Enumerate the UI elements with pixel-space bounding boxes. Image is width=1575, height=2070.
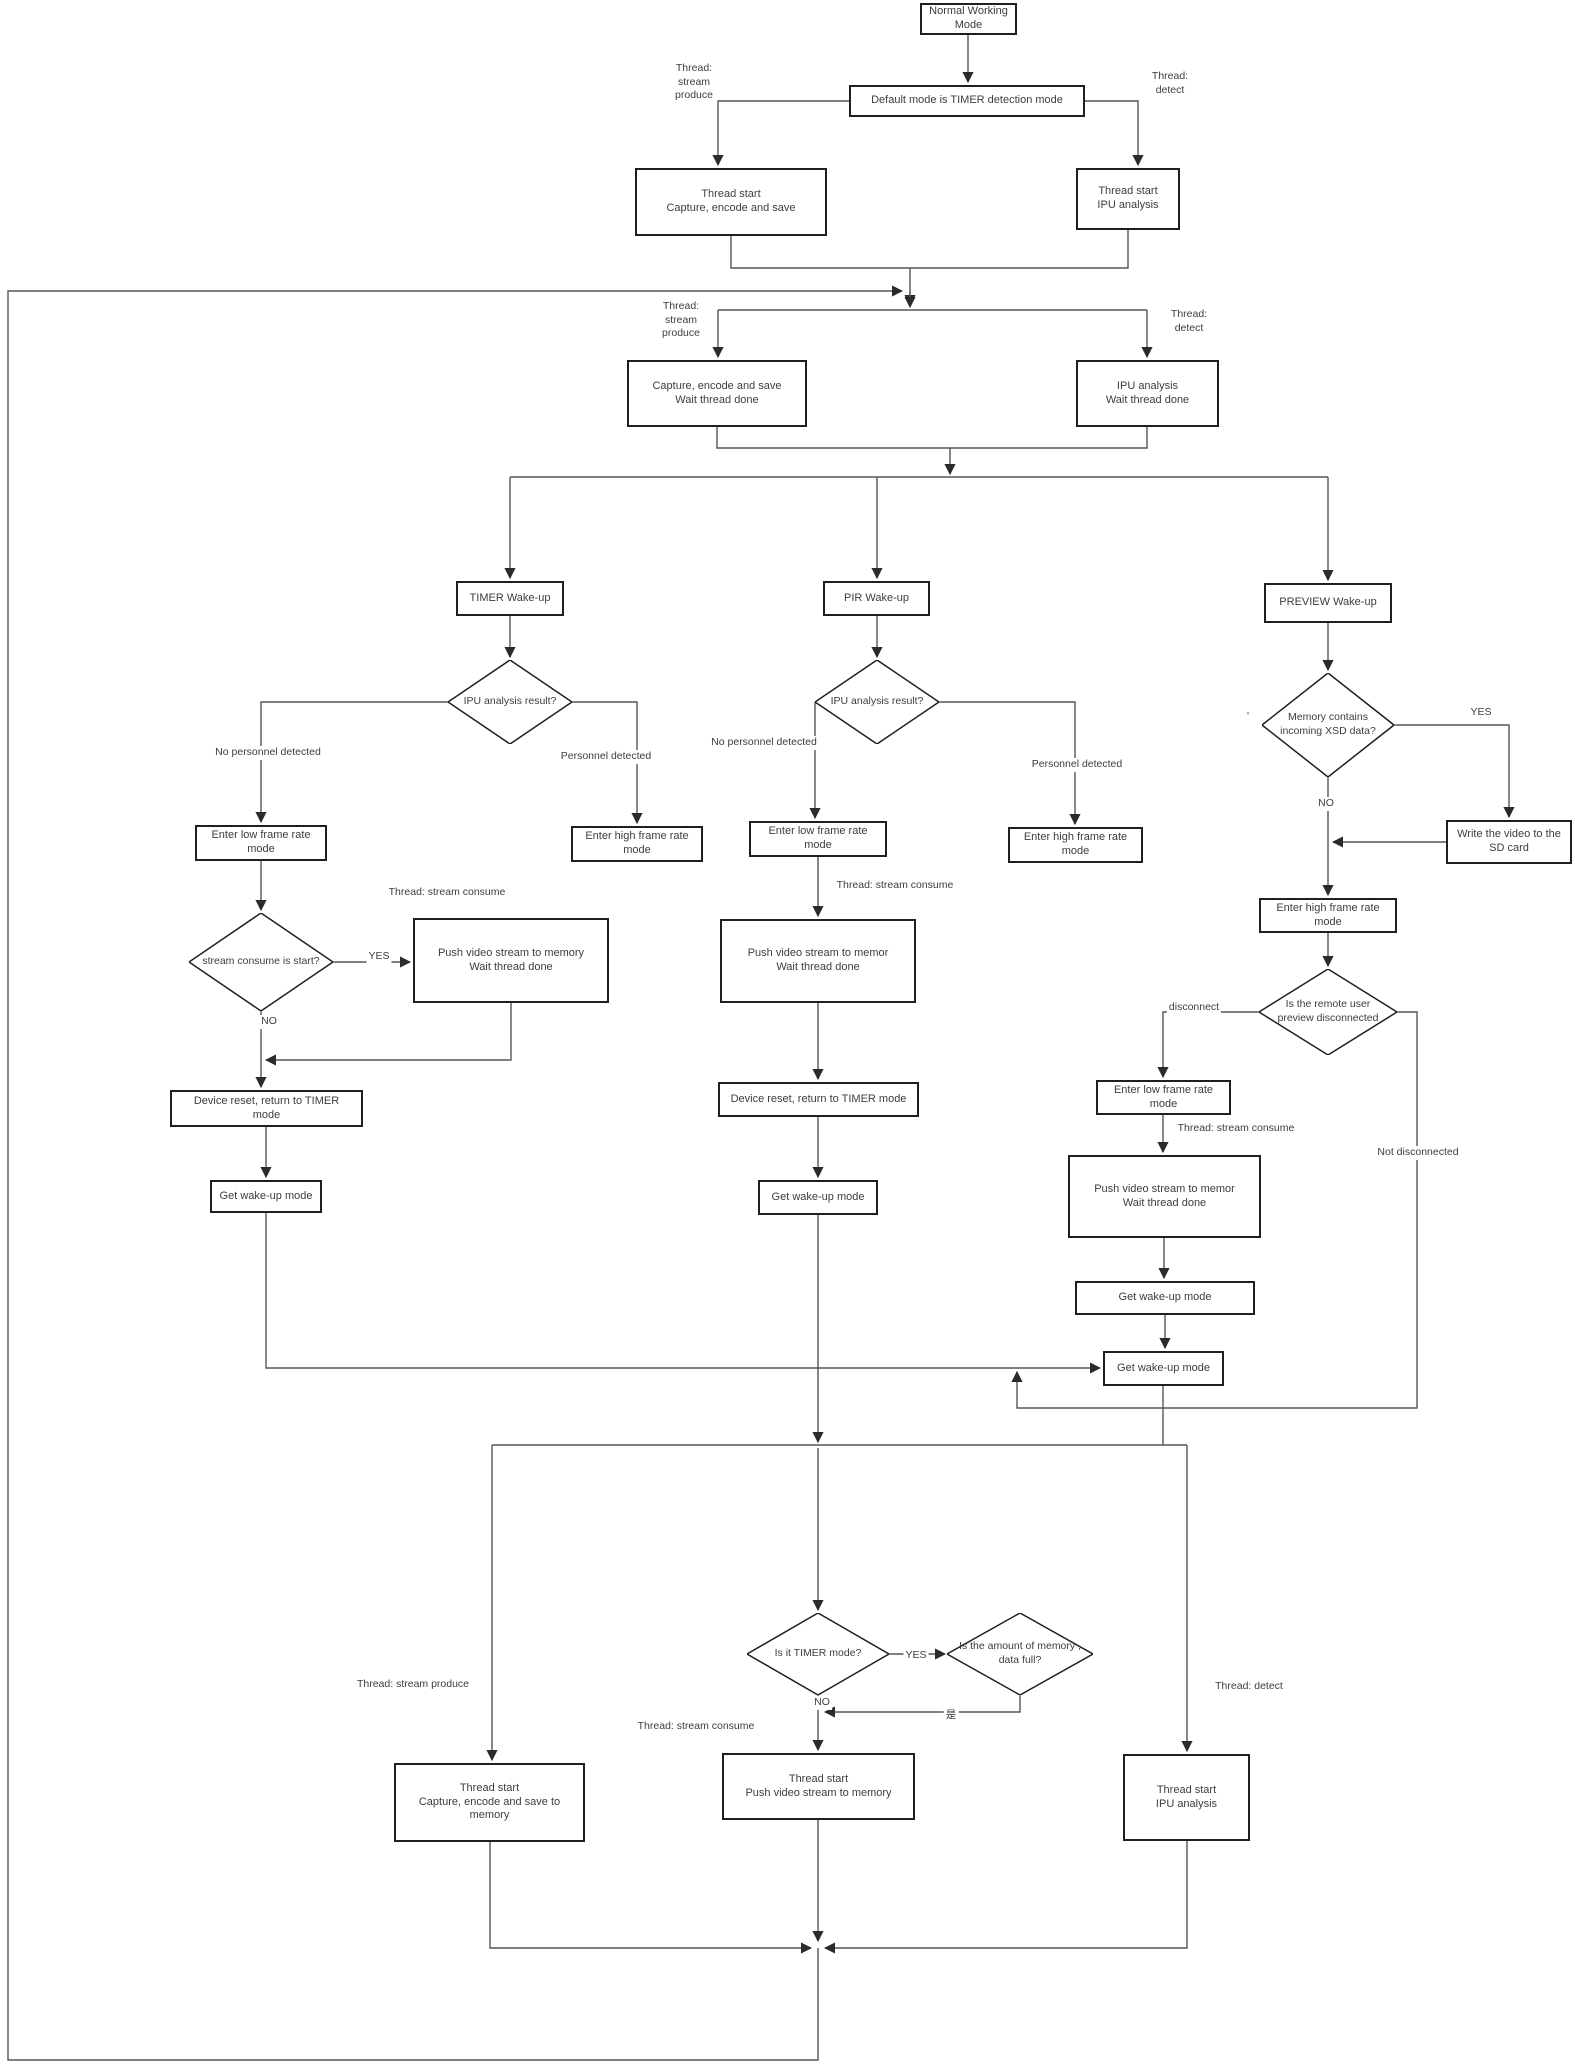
node-device-reset-pir: Device reset, return to TIMER mode: [718, 1082, 919, 1117]
edge-label-disconnect: disconnect: [1166, 1001, 1222, 1015]
edge-label-no-xsd: NO: [1316, 797, 1336, 811]
edge-label-yes-cn: 是: [943, 1709, 959, 1723]
edge-label-yes-timer-mode: YES: [903, 1649, 929, 1663]
decision-is-timer-mode: Is it TIMER mode?: [747, 1613, 889, 1695]
edge-label-tick-mark: ': [1244, 710, 1252, 724]
edge-label-thread-detect-bottom: Thread: detect: [1213, 1680, 1285, 1694]
edge-label-thread-stream-produce-mid: Thread: stream produce: [660, 300, 702, 341]
decision-memory-full: Is the amount of memory , data full?: [947, 1613, 1093, 1695]
node-enter-high-pir: Enter high frame rate mode: [1008, 827, 1143, 863]
node-enter-high-preview: Enter high frame rate mode: [1259, 898, 1397, 933]
edge-label-thread-consume-timer: Thread: stream consume: [386, 886, 508, 900]
edge-label-thread-detect-mid: Thread: detect: [1168, 308, 1210, 336]
node-get-wakeup-merge: Get wake-up mode: [1103, 1351, 1224, 1386]
node-capture-wait: Capture, encode and save Wait thread don…: [627, 360, 807, 427]
edge-label-not-disconnected: Not disconnected: [1375, 1146, 1461, 1160]
node-pir-wakeup: PIR Wake-up: [823, 581, 930, 616]
decision-ipu-result-pir: IPU analysis result?: [815, 660, 939, 744]
node-timer-wakeup: TIMER Wake-up: [456, 581, 564, 616]
edge-label-personnel-timer: Personnel detected: [558, 750, 654, 764]
node-default-mode: Default mode is TIMER detection mode: [849, 85, 1085, 117]
edge-label-no-personnel-pir: No personnel detected: [709, 736, 819, 750]
node-enter-low-pir: Enter low frame rate mode: [749, 821, 887, 857]
node-bottom-push: Thread start Push video stream to memory: [722, 1753, 915, 1820]
node-thread-start-capture: Thread start Capture, encode and save: [635, 168, 827, 236]
node-preview-wakeup: PREVIEW Wake-up: [1264, 583, 1392, 623]
node-bottom-capture: Thread start Capture, encode and save to…: [394, 1763, 585, 1842]
edge-label-thread-stream-produce-top: Thread: stream produce: [673, 62, 715, 103]
edge-label-no-personnel-timer: No personnel detected: [213, 746, 323, 760]
node-write-sd-card: Write the video to the SD card: [1446, 820, 1572, 864]
edge-label-yes-consume: YES: [366, 950, 392, 964]
edge-label-thread-consume-bottom: Thread: stream consume: [635, 1720, 757, 1734]
node-normal-working-mode: Normal Working Mode: [920, 3, 1017, 35]
edge-label-personnel-pir: Personnel detected: [1029, 758, 1125, 772]
node-get-wakeup-timer: Get wake-up mode: [210, 1180, 322, 1213]
node-ipu-wait: IPU analysis Wait thread done: [1076, 360, 1219, 427]
decision-remote-disconnected: Is the remote user preview disconnected: [1259, 969, 1397, 1055]
edge-label-thread-produce-bottom: Thread: stream produce: [354, 1678, 472, 1692]
node-enter-low-timer: Enter low frame rate mode: [195, 825, 327, 861]
node-push-memory-timer: Push video stream to memory Wait thread …: [413, 918, 609, 1003]
edge-label-no-timer-mode: NO: [812, 1696, 832, 1710]
decision-ipu-result-timer: IPU analysis result?: [448, 660, 572, 744]
node-get-wakeup-preview: Get wake-up mode: [1075, 1281, 1255, 1315]
node-bottom-ipu: Thread start IPU analysis: [1123, 1754, 1250, 1841]
edge-label-no-consume: NO: [259, 1015, 279, 1029]
edge-label-thread-detect-top: Thread: detect: [1149, 70, 1191, 98]
decision-memory-xsd: Memory contains incoming XSD data?: [1262, 673, 1394, 777]
decision-stream-consume-start: stream consume is start?: [189, 913, 333, 1011]
node-push-memor-pir: Push video stream to memor Wait thread d…: [720, 919, 916, 1003]
edge-label-thread-consume-pir: Thread: stream consume: [834, 879, 956, 893]
node-get-wakeup-pir: Get wake-up mode: [758, 1180, 878, 1215]
node-device-reset-timer: Device reset, return to TIMER mode: [170, 1090, 363, 1127]
node-enter-low-preview: Enter low frame rate mode: [1096, 1080, 1231, 1115]
edge-label-thread-consume-preview: Thread: stream consume: [1175, 1122, 1297, 1136]
node-enter-high-timer: Enter high frame rate mode: [571, 826, 703, 862]
node-thread-start-ipu: Thread start IPU analysis: [1076, 168, 1180, 230]
edge-label-yes-xsd: YES: [1468, 706, 1494, 720]
node-push-memor-preview: Push video stream to memor Wait thread d…: [1068, 1155, 1261, 1238]
